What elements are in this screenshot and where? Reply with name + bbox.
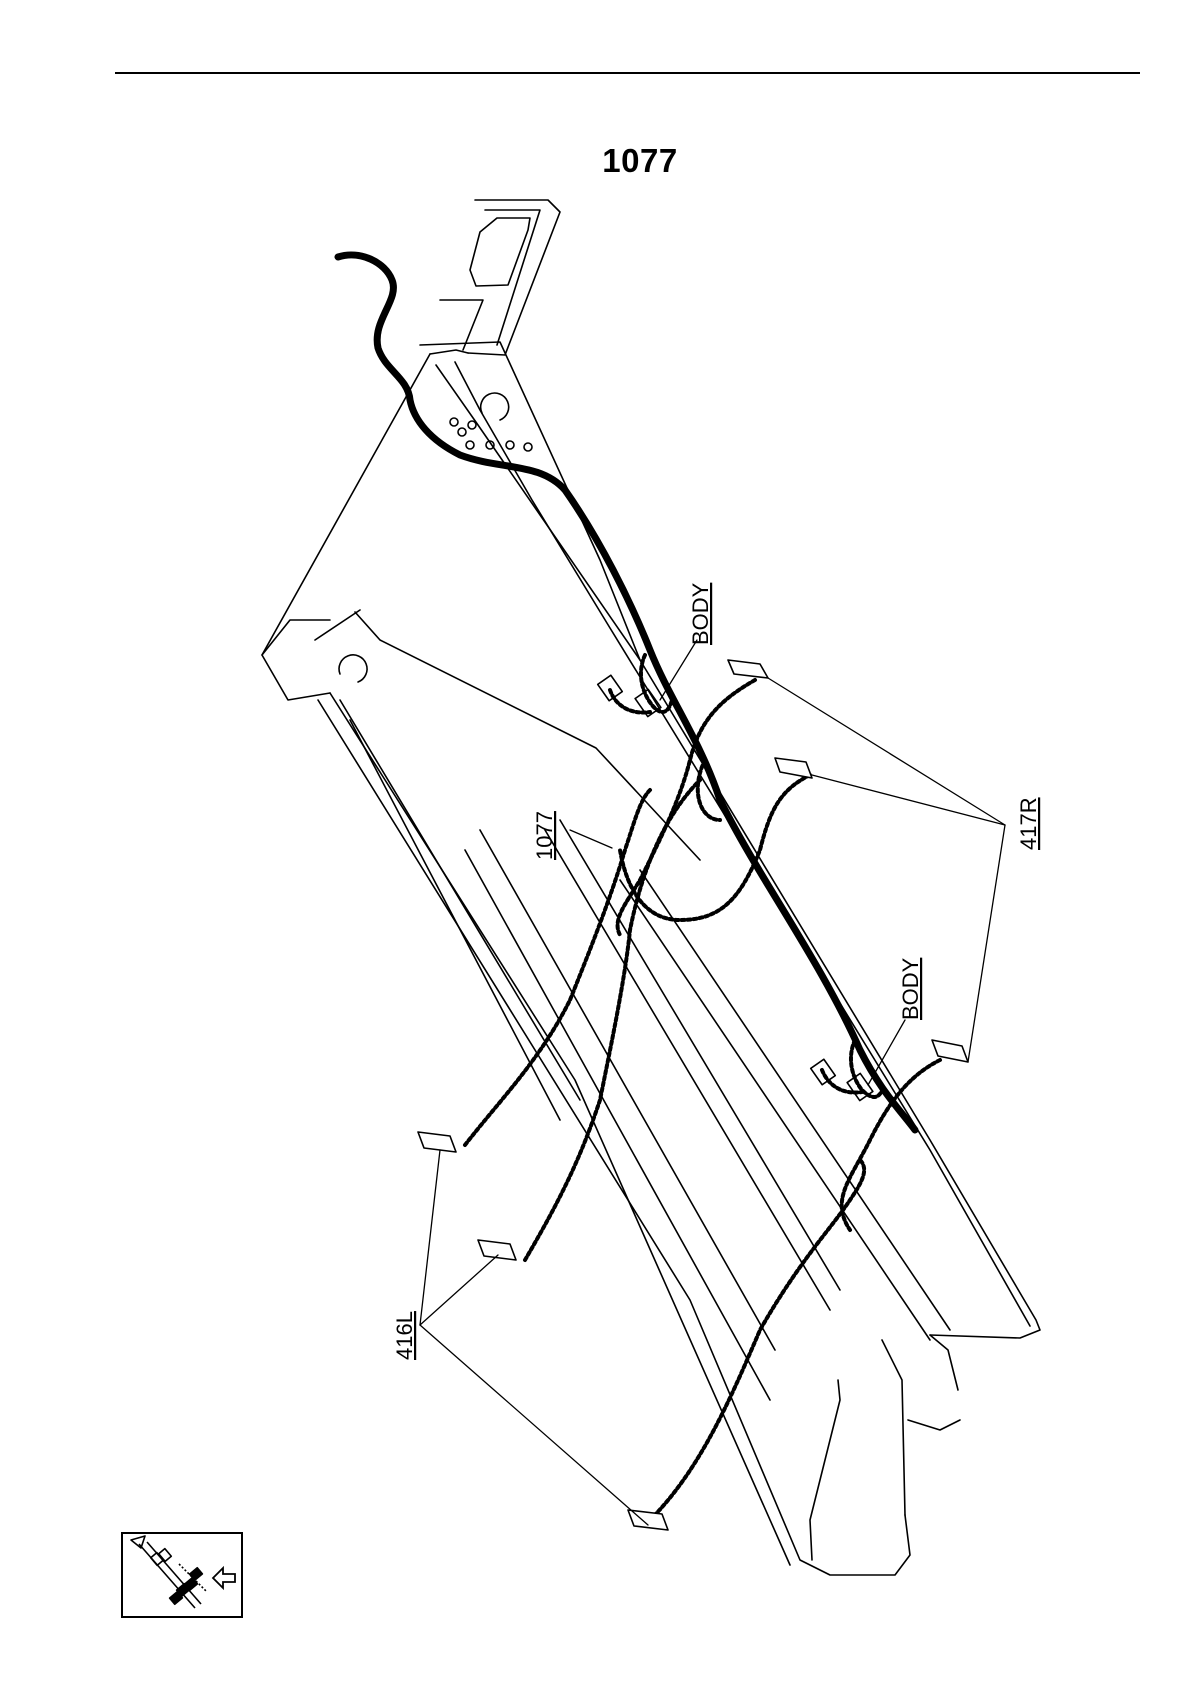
main-harness	[338, 255, 915, 1130]
sub-harness-1077	[465, 680, 940, 1520]
callout-417r: 417R	[1016, 797, 1041, 850]
callout-416l: 416L	[392, 1311, 417, 1360]
direction-arrow-icon	[213, 1568, 235, 1588]
orientation-key	[121, 1532, 243, 1618]
lamp-417r-group	[728, 660, 968, 1062]
callout-body-upper: BODY	[688, 582, 713, 645]
vehicle-orientation-icon	[123, 1534, 241, 1616]
lamp-416l-group	[418, 1132, 668, 1530]
callout-body-lower: BODY	[898, 957, 923, 1020]
body-connector-upper	[598, 655, 672, 717]
callout-harness: 1077	[532, 811, 557, 860]
chassis-outline	[262, 200, 1040, 1575]
